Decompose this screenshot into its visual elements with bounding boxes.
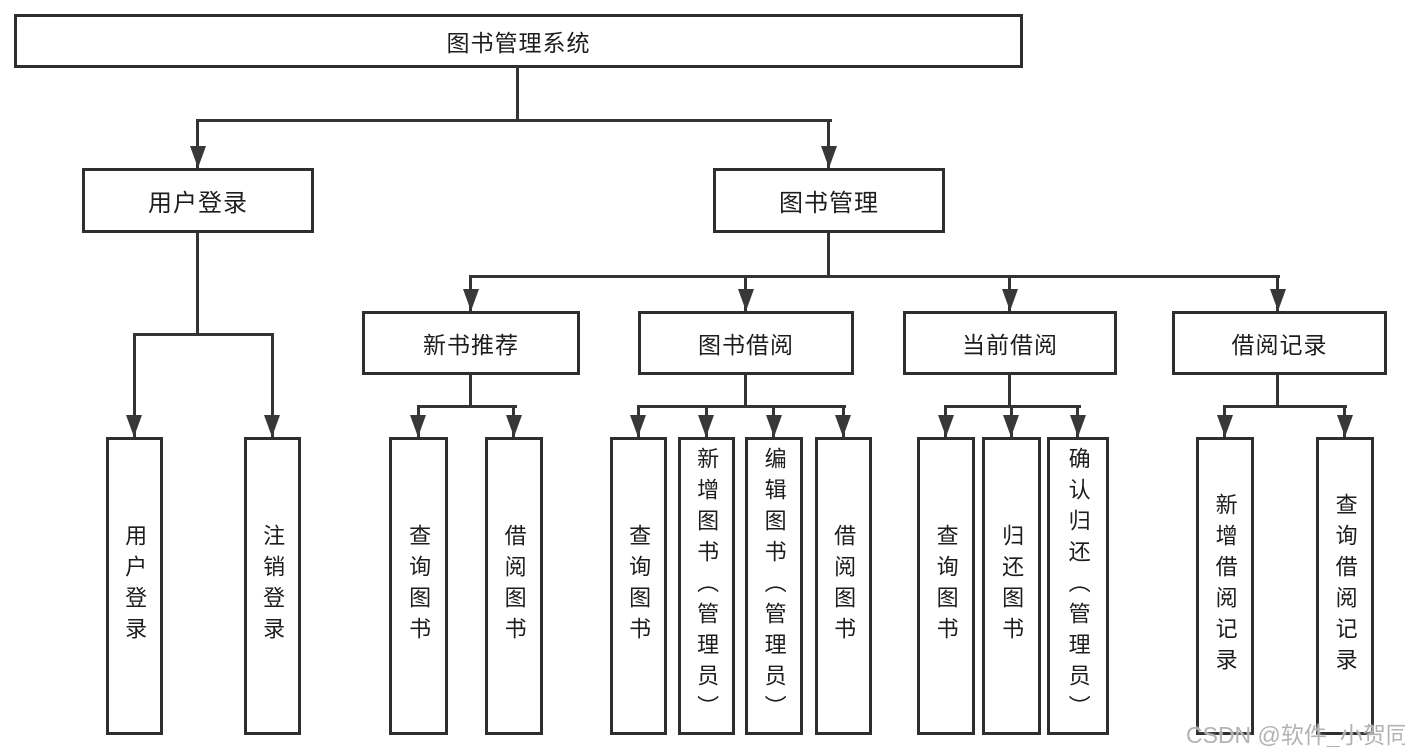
connector-arrow [264,415,280,437]
connector-line [196,119,199,168]
connector-arrow [835,415,851,437]
connector-line [133,333,136,437]
connector-arrow [738,289,754,311]
connector-line [827,233,830,278]
connector-arrow [126,415,142,437]
node-book-borrowing: 图书借阅 [638,311,854,375]
connector-arrow [698,415,714,437]
connector-line [133,333,274,336]
node-current-borrowing: 当前借阅 [903,311,1117,375]
node-book-management: 图书管理 [713,168,945,233]
leaf-query-borrow-record: 查询借阅记录 [1316,437,1374,735]
connector-arrow [1002,289,1018,311]
leaf-logout: 注销登录 [244,437,301,735]
leaf-query-books-recommend: 查询图书 [389,437,448,735]
connector-arrow [190,146,206,168]
connector-line [1223,405,1347,408]
connector-arrow [1070,415,1086,437]
leaf-confirm-return-admin: 确认归还（管理员） [1047,437,1109,735]
connector-line [196,233,199,336]
leaf-user-login: 用户登录 [106,437,163,735]
node-new-book-recommend: 新书推荐 [362,311,580,375]
connector-line [271,333,274,437]
connector-line [516,66,519,121]
connector-arrow [821,146,837,168]
leaf-borrow-books-borrowing: 借阅图书 [815,437,872,735]
connector-line [1276,375,1279,408]
leaf-query-books-borrowing: 查询图书 [610,437,667,735]
node-borrowing-records: 借阅记录 [1172,311,1387,375]
connector-arrow [506,415,522,437]
connector-line [827,119,830,168]
leaf-return-books: 归还图书 [982,437,1041,735]
connector-arrow [1217,415,1233,437]
connector-line [469,375,472,408]
connector-line [744,375,747,408]
leaf-borrow-books-recommend: 借阅图书 [485,437,543,735]
leaf-add-books-admin: 新增图书（管理员） [678,437,735,735]
connector-line [637,405,846,408]
leaf-add-borrow-record: 新增借阅记录 [1196,437,1254,735]
connector-line [1008,375,1011,408]
connector-line [469,275,1280,278]
connector-arrow [1270,289,1286,311]
connector-arrow [938,415,954,437]
connector-arrow [410,415,426,437]
connector-arrow [1003,415,1019,437]
node-user-login: 用户登录 [82,168,314,233]
connector-arrow [1337,415,1353,437]
connector-arrow [630,415,646,437]
leaf-edit-books-admin: 编辑图书（管理员） [745,437,803,735]
csdn-watermark: CSDN @软件_小贺同学 [1186,722,1405,747]
leaf-query-books-current: 查询图书 [917,437,975,735]
connector-line [417,405,517,408]
connector-line [196,119,832,122]
connector-arrow [766,415,782,437]
connector-arrow [463,289,479,311]
node-root: 图书管理系统 [14,14,1023,68]
